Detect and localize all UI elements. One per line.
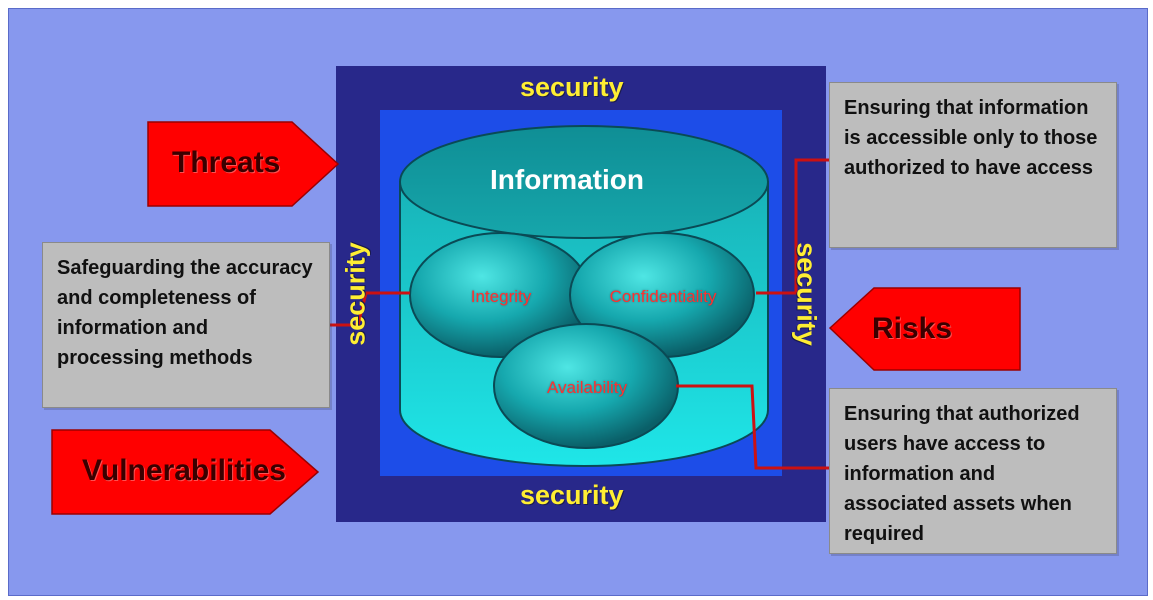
confidentiality-description: Ensuring that information is accessible …	[829, 82, 1117, 248]
vulnerabilities-arrow	[51, 429, 320, 515]
information-label: Information	[490, 164, 644, 195]
availability-label: Availability	[546, 378, 628, 397]
vulnerabilities-label: Vulnerabilities	[82, 454, 286, 487]
integrity-connector	[330, 291, 410, 327]
confidentiality-label: Confidentiality	[609, 287, 717, 306]
security-label-left: security	[340, 242, 371, 346]
risks-arrow	[828, 287, 1021, 371]
confidentiality-connector	[756, 158, 830, 295]
security-label-right: security	[791, 242, 822, 346]
availability-connector	[676, 384, 830, 470]
security-label-bottom: security	[520, 480, 624, 510]
integrity-label: Integrity	[470, 287, 532, 306]
threats-label: Threats	[172, 146, 281, 179]
security-label-top: security	[520, 72, 624, 102]
threats-arrow	[147, 121, 340, 207]
risks-label: Risks	[872, 312, 953, 345]
availability-description: Ensuring that authorized users have acce…	[829, 388, 1117, 554]
integrity-description: Safeguarding the accuracy and completene…	[42, 242, 330, 408]
